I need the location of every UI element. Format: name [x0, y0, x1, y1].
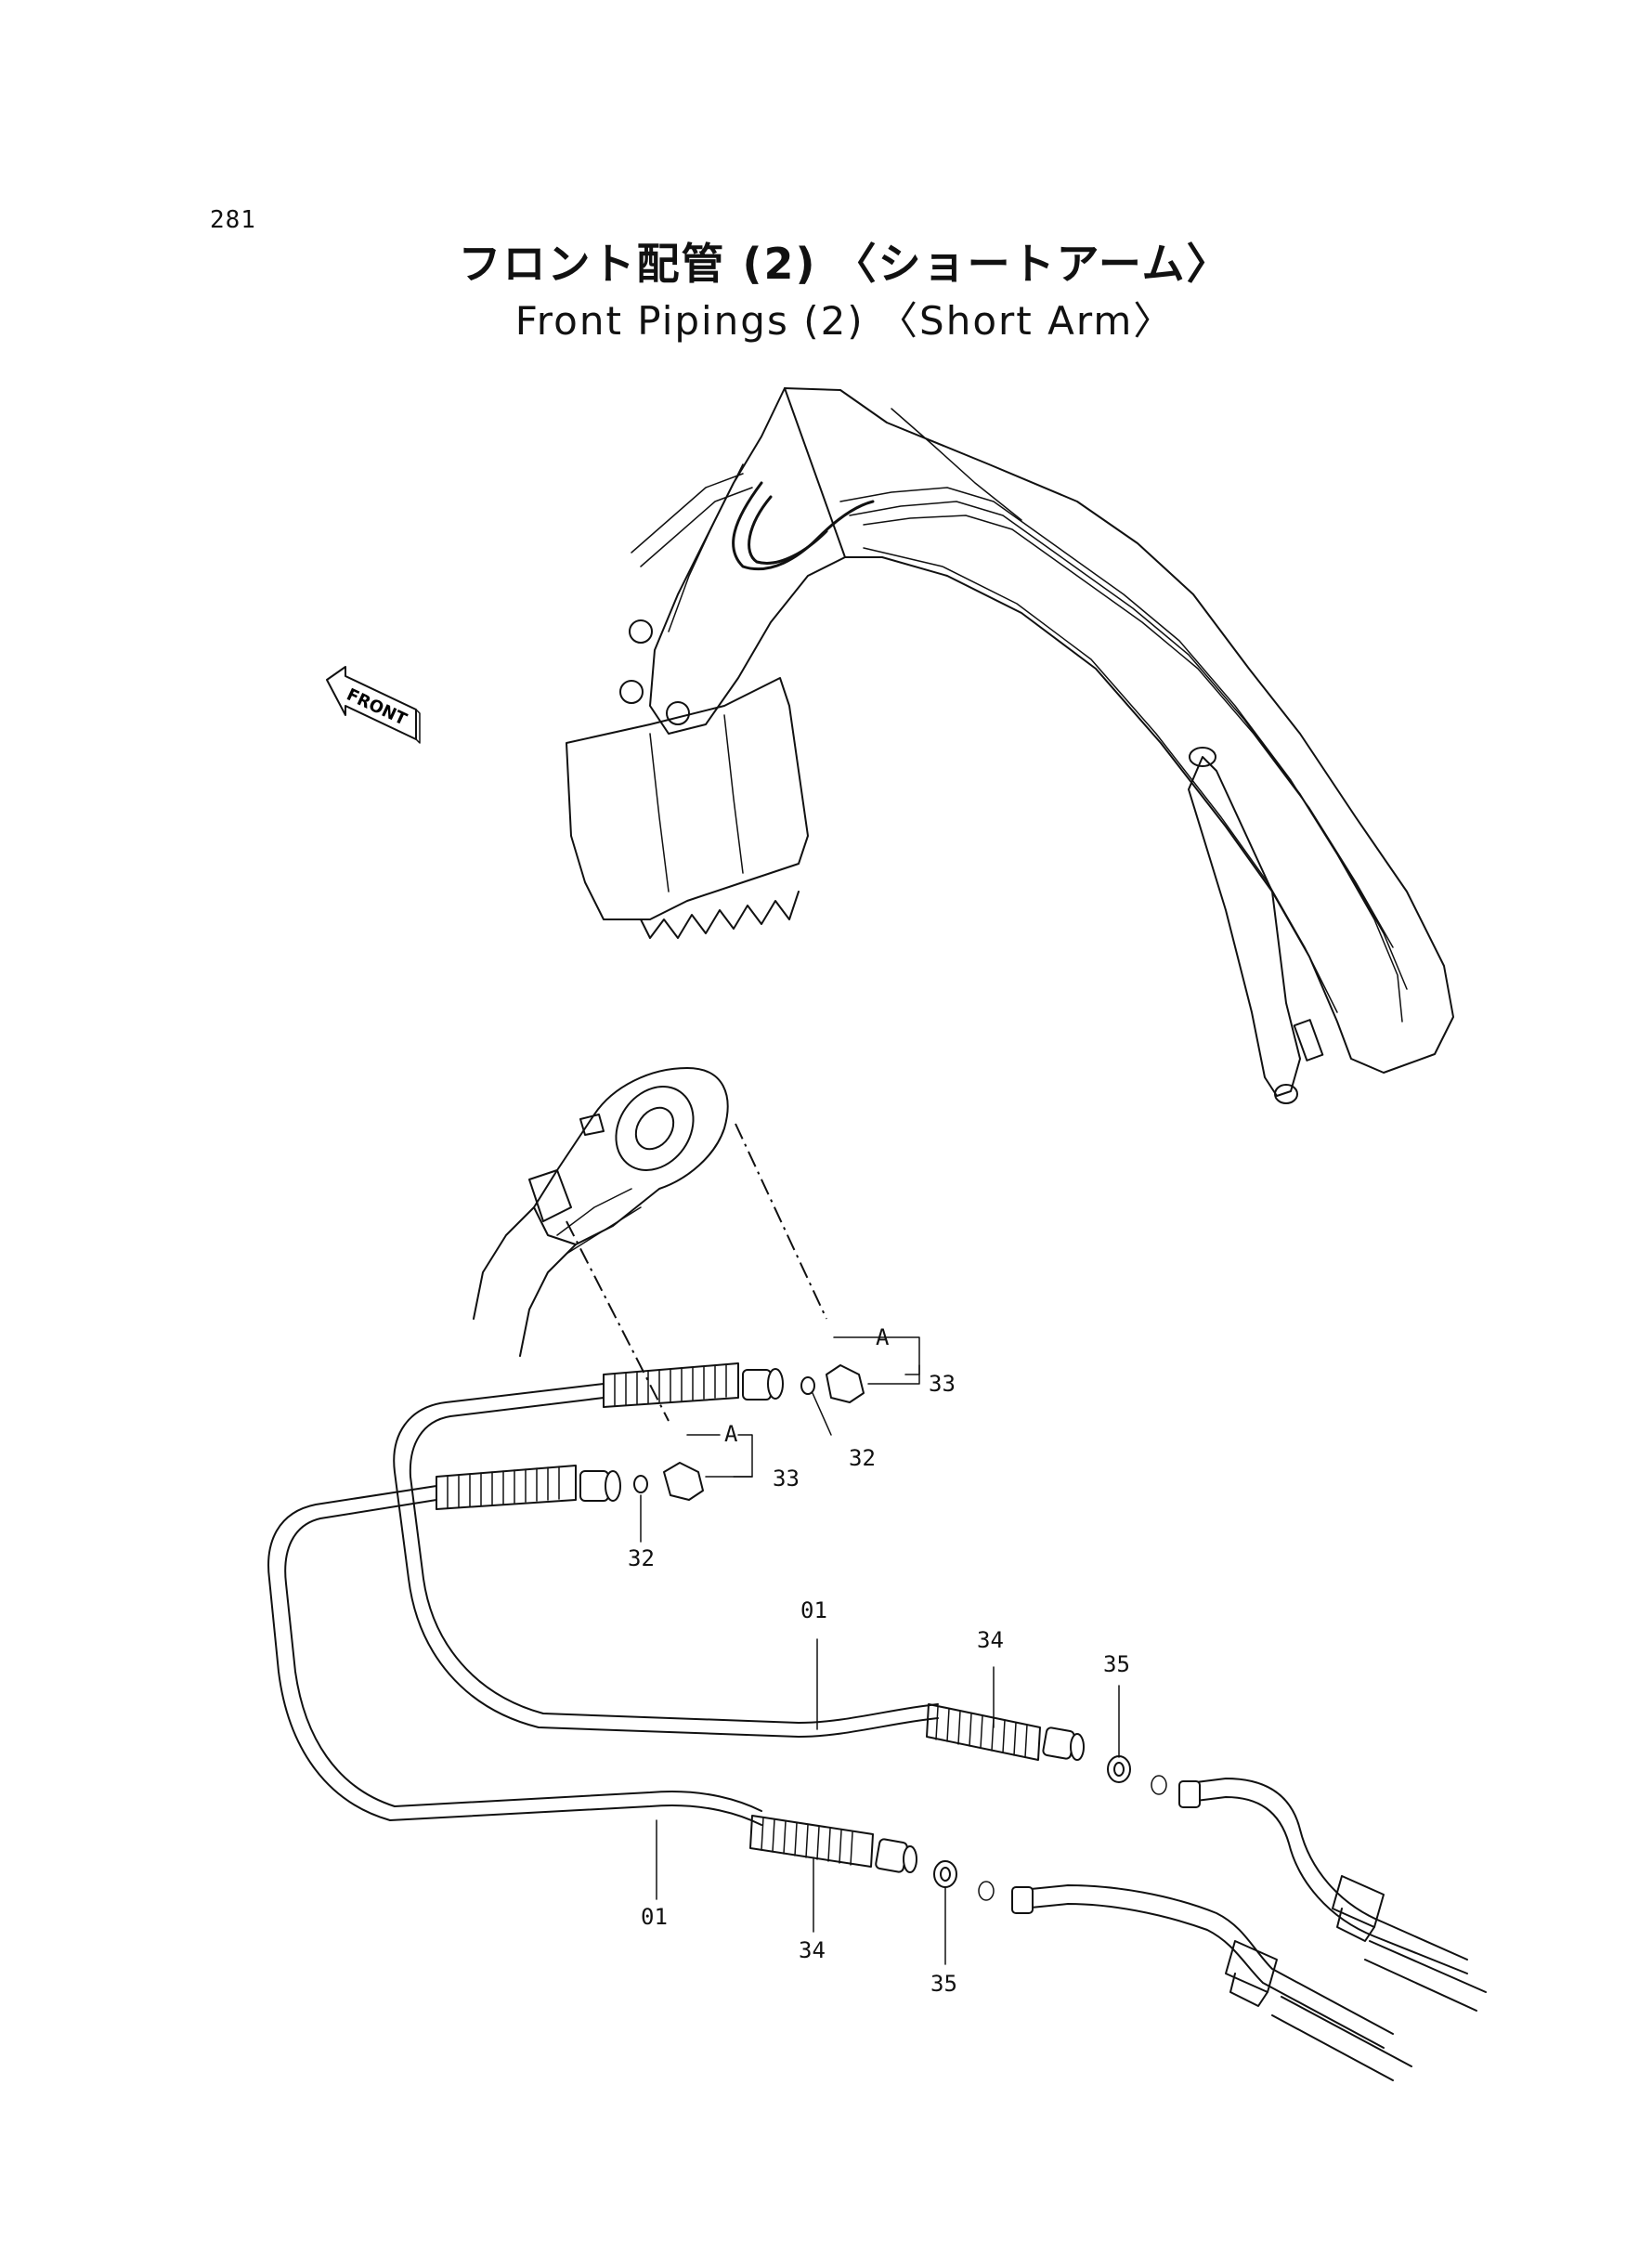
callout-leaders	[640, 1336, 1120, 1965]
upper-steel-pipe	[1178, 1778, 1487, 2012]
page-title-japanese: フロント配管 (2) 〈ショートアーム〉	[458, 239, 1231, 289]
callout-33-upper: 33	[929, 1371, 956, 1397]
leader-line	[566, 1220, 670, 1422]
spring-guard-upper-top	[603, 1362, 739, 1408]
callout-32-upper: 32	[849, 1445, 876, 1471]
elbow-33-lower	[663, 1462, 704, 1501]
callout-33-lower: 33	[773, 1466, 800, 1492]
callout-01-lower: 01	[641, 1904, 668, 1930]
pipe-clamp	[1332, 1875, 1385, 1928]
hose-end-nut-face	[1070, 1733, 1085, 1761]
page-title-english: Front Pipings (2) 〈Short Arm〉	[514, 298, 1175, 344]
hose-end-nut-face	[767, 1368, 784, 1400]
elbow-33-upper	[826, 1364, 865, 1403]
oring-lower-pipe	[978, 1881, 995, 1901]
callout-35-upper: 35	[1103, 1651, 1130, 1677]
callout-01-upper: 01	[800, 1597, 827, 1623]
hose-end-nut-face	[903, 1845, 917, 1873]
front-arrow-icon: FRONT	[326, 666, 421, 744]
hose-end-nut	[742, 1369, 772, 1401]
hose-end-nut-face	[605, 1470, 621, 1502]
callout-a-lower: A	[724, 1421, 738, 1447]
lower-steel-pipe	[1011, 1884, 1412, 2081]
callout-34-upper: 34	[977, 1627, 1004, 1653]
lower-hose-assembly	[267, 1462, 917, 1873]
spring-guard-34-upper	[926, 1703, 1041, 1761]
callout-a-upper: A	[876, 1324, 890, 1350]
hose-end-nut	[1042, 1726, 1075, 1760]
hose-end-nut	[579, 1470, 609, 1502]
oring-upper-pipe	[1151, 1775, 1167, 1795]
washer-35-lower	[933, 1860, 957, 1888]
page-number: 281	[210, 206, 256, 234]
callout-35-lower: 35	[930, 1971, 957, 1997]
excavator-front-illustration	[566, 387, 1454, 1104]
spring-guard-lower-top	[436, 1465, 577, 1510]
oring-32-upper	[800, 1376, 815, 1395]
leader-line	[735, 1123, 827, 1320]
callout-34-lower: 34	[799, 1937, 826, 1963]
oring-32-lower	[633, 1475, 648, 1493]
washer-35-upper	[1107, 1755, 1131, 1783]
callout-32-lower: 32	[628, 1545, 655, 1571]
spring-guard-34-lower	[749, 1815, 874, 1868]
cylinder-detail-illustration	[473, 1067, 729, 1357]
upper-hose-assembly	[393, 1362, 1085, 1761]
